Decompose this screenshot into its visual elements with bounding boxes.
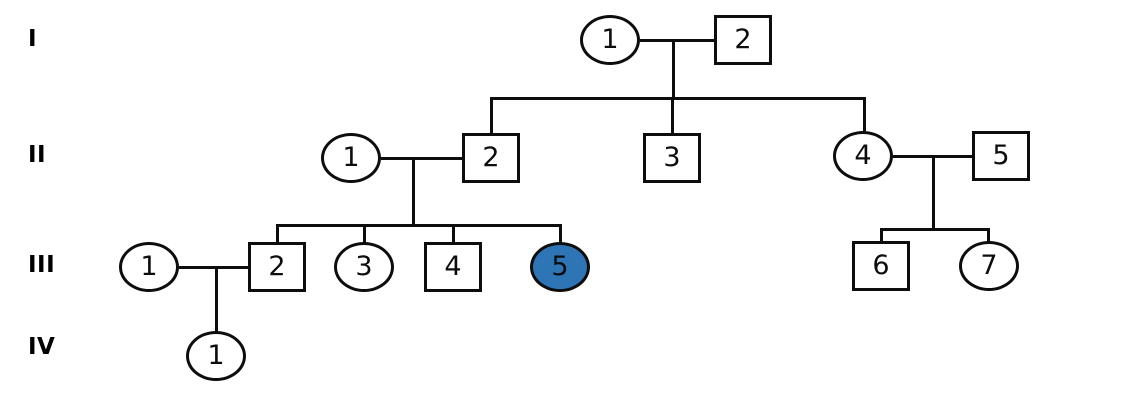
connector-mate-II1-II2: [381, 157, 463, 160]
connector-sib-drop-II-2: [490, 97, 493, 133]
individual-label: 1: [207, 339, 225, 371]
individual-label: 4: [444, 250, 462, 282]
connector-descent-II-right: [932, 155, 935, 230]
individual-label: 1: [601, 23, 619, 55]
connector-sib-drop-III-3: [363, 224, 366, 245]
generation-label-i: I: [28, 26, 38, 52]
individual-label: 3: [663, 141, 681, 173]
individual-label: 5: [992, 139, 1010, 171]
individual-label: 3: [355, 250, 373, 282]
connector-mate-I1-I2: [640, 39, 714, 42]
connector-sib-drop-II-3: [671, 97, 674, 133]
connector-sibship-III-left: [276, 224, 562, 227]
generation-label-iii: III: [28, 252, 56, 278]
individual-label: 2: [268, 250, 286, 282]
connector-sib-drop-III-6: [880, 228, 883, 243]
individual-i-1[interactable]: 1: [580, 15, 640, 65]
individual-ii-5[interactable]: 5: [972, 131, 1030, 181]
individual-label: 1: [342, 141, 360, 173]
connector-descent-I: [672, 39, 675, 99]
individual-label: 7: [980, 249, 998, 281]
individual-label: 1: [140, 250, 158, 282]
individual-label: 4: [854, 139, 872, 171]
connector-sibship-II: [490, 97, 866, 100]
individual-ii-4[interactable]: 4: [833, 131, 893, 181]
individual-label: 5: [551, 250, 569, 282]
generation-label-ii: II: [28, 142, 47, 168]
individual-ii-3[interactable]: 3: [643, 133, 701, 183]
individual-iii-6[interactable]: 6: [852, 241, 910, 291]
individual-iii-2[interactable]: 2: [248, 242, 306, 292]
individual-ii-1[interactable]: 1: [321, 133, 381, 183]
individual-i-2[interactable]: 2: [714, 15, 772, 65]
connector-descent-II-left: [412, 157, 415, 227]
connector-descent-III-left: [215, 266, 218, 333]
generation-label-iv: IV: [28, 334, 56, 360]
individual-iii-7[interactable]: 7: [959, 241, 1019, 291]
individual-label: 2: [734, 23, 752, 55]
individual-iii-4[interactable]: 4: [424, 242, 482, 292]
individual-iii-5[interactable]: 5: [530, 242, 590, 292]
individual-label: 2: [482, 141, 500, 173]
connector-mate-III1-III2: [179, 266, 248, 269]
connector-sib-drop-III-7: [987, 228, 990, 244]
individual-iii-1[interactable]: 1: [119, 242, 179, 292]
individual-iv-1[interactable]: 1: [186, 331, 246, 381]
connector-sib-drop-III-4: [452, 224, 455, 243]
connector-sib-drop-III-2: [276, 224, 279, 243]
individual-iii-3[interactable]: 3: [334, 242, 394, 292]
connector-sib-drop-II-4: [863, 97, 866, 131]
connector-sibship-III-right: [880, 228, 990, 231]
individual-label: 6: [872, 249, 890, 281]
connector-sib-drop-III-5: [559, 224, 562, 245]
individual-ii-2[interactable]: 2: [462, 133, 520, 183]
